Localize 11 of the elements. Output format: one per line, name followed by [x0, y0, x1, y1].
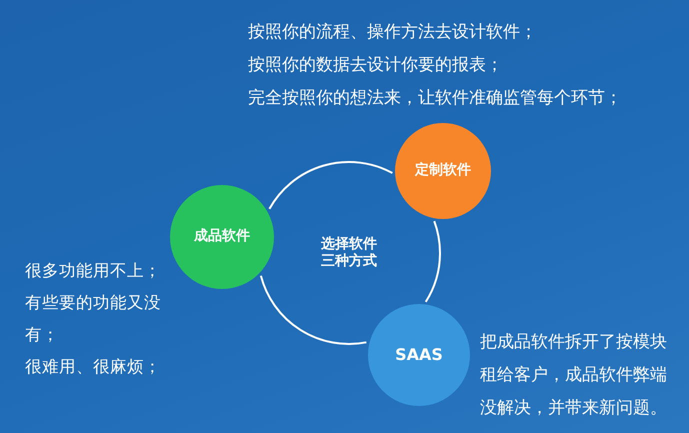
description-text: 按照你的流程、操作方法去设计软件； [248, 22, 537, 42]
description-text: 完全按照你的想法来，让软件准确监管每个环节； [248, 88, 622, 108]
description-text: 很多功能用不上； [25, 260, 162, 282]
description-text: 有些要的功能又没有； [25, 292, 162, 346]
description-text: 按照你的数据去设计你要的报表； [248, 55, 503, 75]
circle-label: 定制软件 [414, 162, 472, 180]
circle-label: SAAS [394, 345, 444, 365]
description-text: 把成品软件拆开了按模块租给客户，成品软件弊端没解决，并带来新问题。 [480, 331, 668, 420]
circle-label: 成品软件 [192, 228, 251, 246]
description-text: 很难用、很麻烦； [25, 356, 162, 378]
circle-label: 选择软件三种方式 [320, 236, 378, 270]
